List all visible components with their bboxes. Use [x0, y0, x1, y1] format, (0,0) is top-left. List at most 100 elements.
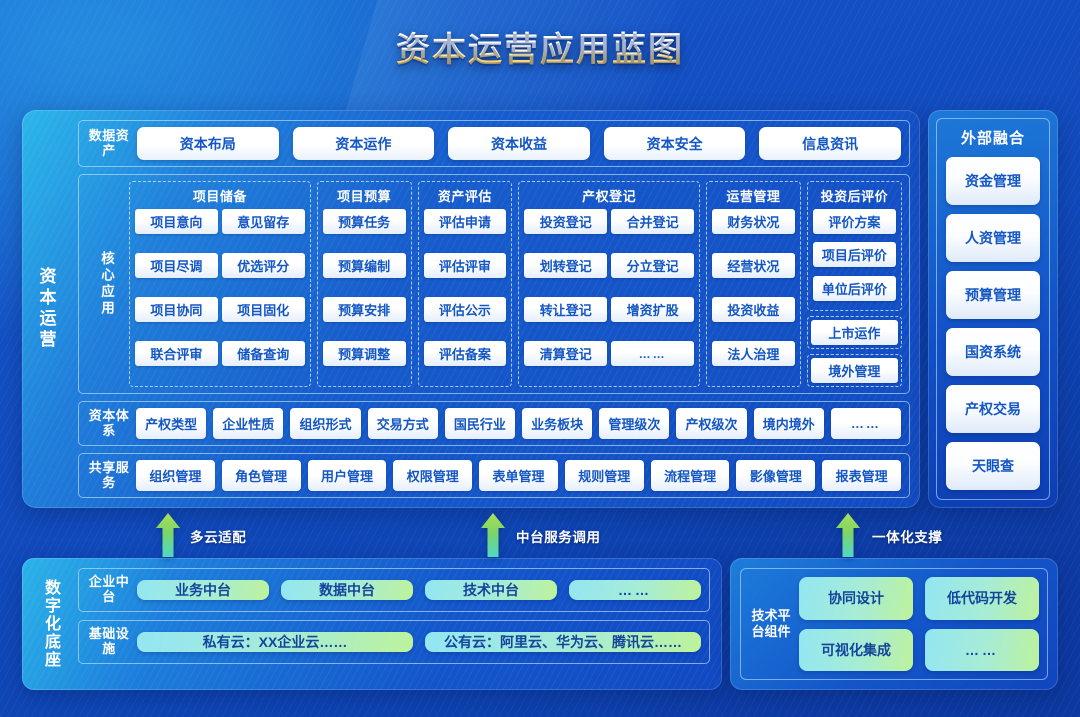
core-app-chip[interactable]: 项目协同	[135, 297, 218, 322]
midplatform-chip[interactable]: 业务中台	[137, 579, 269, 600]
core-app-chip[interactable]: 上市运作	[810, 320, 898, 345]
digital-foundation-content: 企业中台 业务中台 数据中台 技术中台 …… 基础设施 私有云：XX企业云…… …	[78, 568, 710, 680]
core-app-chip[interactable]: 财务状况	[712, 209, 795, 234]
core-group-title: 资产评估	[437, 189, 492, 204]
shared-service-chip[interactable]: 组织管理	[136, 460, 215, 491]
external-integration-chip[interactable]: 天眼查	[946, 442, 1040, 490]
external-integration-chip[interactable]: 国资系统	[946, 328, 1040, 376]
tech-component-chip-more[interactable]: ……	[925, 628, 1039, 671]
infrastructure-chip-public-cloud[interactable]: 公有云：阿里云、华为云、腾讯云……	[425, 631, 701, 652]
upward-arrow-icon	[835, 513, 861, 557]
capital-system-chip[interactable]: 境内境外	[753, 408, 824, 439]
arrow-label-multicloud: 多云适配	[190, 530, 247, 545]
core-group-title: 投资后评价	[820, 189, 889, 204]
data-asset-button[interactable]: 资本安全	[603, 127, 746, 160]
external-integration-chip[interactable]: 资金管理	[946, 157, 1040, 205]
tech-platform-components-panel: 技术平台组件 协同设计 低代码开发 可视化集成 ……	[730, 558, 1058, 690]
core-app-chip[interactable]: 预算安排	[322, 297, 406, 322]
external-integration-chip[interactable]: 产权交易	[946, 385, 1040, 433]
core-applications-label: 核心应用	[99, 251, 114, 317]
midplatform-chip-more[interactable]: ……	[569, 579, 701, 600]
core-app-chip[interactable]: 评估评审	[423, 253, 507, 278]
core-app-chip[interactable]: 划转登记	[524, 253, 608, 278]
core-app-chip[interactable]: 投资登记	[524, 209, 608, 234]
capital-system-items: 产权类型 企业性质 组织形式 交易方式 国民行业 业务板块 管理级次 产权级次 …	[131, 408, 902, 439]
core-app-chip[interactable]: 合并登记	[611, 209, 694, 234]
shared-service-chip[interactable]: 权限管理	[393, 460, 473, 491]
data-asset-button[interactable]: 资本运作	[292, 127, 435, 160]
data-asset-button[interactable]: 资本布局	[137, 127, 279, 160]
core-app-chip[interactable]: 联合评审	[135, 341, 218, 366]
core-app-chip[interactable]: 分立登记	[611, 253, 694, 278]
capital-system-band: 资本体系 产权类型 企业性质 组织形式 交易方式 国民行业 业务板块 管理级次 …	[78, 401, 910, 446]
core-app-chip[interactable]: 评价方案	[812, 209, 896, 234]
tech-component-chip[interactable]: 协同设计	[799, 577, 913, 620]
core-group-items: 评估申请 评估评审 评估公示 评估备案	[423, 209, 507, 381]
shared-service-chip[interactable]: 角色管理	[221, 460, 301, 491]
external-integration-panel: 外部融合 资金管理 人资管理 预算管理 国资系统 产权交易 天眼查	[928, 110, 1058, 508]
external-integration-chip[interactable]: 人资管理	[946, 214, 1040, 262]
shared-service-chip[interactable]: 流程管理	[650, 460, 730, 491]
core-group-operations-management: 运营管理 财务状况 经营状况 投资收益 法人治理	[706, 181, 801, 387]
digital-foundation-side-label: 数字化底座	[42, 579, 59, 669]
core-app-chip[interactable]: 优选评分	[221, 253, 305, 278]
external-integration-chip[interactable]: 预算管理	[946, 271, 1040, 319]
core-app-chip[interactable]: 预算调整	[322, 341, 406, 366]
core-app-chip[interactable]: 预算编制	[322, 253, 406, 278]
core-app-chip[interactable]: 评估申请	[423, 209, 507, 234]
core-app-chip[interactable]: 预算任务	[322, 209, 406, 234]
capital-system-chip[interactable]: 产权类型	[136, 408, 207, 439]
core-app-chip[interactable]: 投资收益	[712, 297, 795, 322]
core-app-chip[interactable]: 项目后评价	[812, 242, 896, 268]
infrastructure-items: 私有云：XX企业云…… 公有云：阿里云、华为云、腾讯云……	[131, 631, 701, 652]
shared-service-chip[interactable]: 影像管理	[736, 460, 816, 491]
core-app-chip[interactable]: 境外管理	[810, 358, 898, 383]
shared-service-chip[interactable]: 表单管理	[479, 460, 558, 491]
external-integration-items: 资金管理 人资管理 预算管理 国资系统 产权交易 天眼查	[946, 157, 1040, 490]
midplatform-chip[interactable]: 数据中台	[281, 579, 413, 600]
upper-panel-content: 数据资产 资本布局 资本运作 资本收益 资本安全 信息资讯 核心应用 项目储备 …	[78, 120, 910, 498]
core-app-chip[interactable]: 清算登记	[524, 341, 608, 366]
external-integration-inner: 外部融合 资金管理 人资管理 预算管理 国资系统 产权交易 天眼查	[936, 118, 1050, 500]
core-group-items: 项目意向 意见留存 项目尽调 优选评分 项目协同 项目固化 联合评审 储备查询	[135, 209, 305, 381]
capital-system-chip[interactable]: 管理级次	[599, 408, 670, 439]
upward-arrow-icon	[480, 513, 506, 557]
external-integration-title: 外部融合	[960, 130, 1025, 147]
core-applications-band: 核心应用 项目储备 项目意向 意见留存 项目尽调 优选评分 项目协同 项目固化 …	[78, 174, 910, 394]
core-app-chip[interactable]: 项目意向	[135, 209, 218, 234]
core-app-chip[interactable]: 法人治理	[712, 341, 795, 366]
capital-system-chip[interactable]: 组织形式	[290, 408, 361, 439]
core-app-chip[interactable]: 评估备案	[423, 341, 507, 366]
capital-operations-panel: 资本运营 数据资产 资本布局 资本运作 资本收益 资本安全 信息资讯 核心应用 …	[22, 110, 920, 508]
capital-system-chip[interactable]: 国民行业	[444, 408, 516, 439]
core-app-chip[interactable]: 项目固化	[221, 297, 305, 322]
capital-system-chip[interactable]: 产权级次	[676, 408, 747, 439]
core-app-chip[interactable]: 增资扩股	[611, 297, 694, 322]
shared-services-items: 组织管理 角色管理 用户管理 权限管理 表单管理 规则管理 流程管理 影像管理 …	[131, 460, 902, 491]
tech-component-chip[interactable]: 可视化集成	[799, 628, 913, 671]
core-app-chip[interactable]: 经营状况	[712, 253, 795, 278]
capital-system-chip[interactable]: 交易方式	[367, 408, 438, 439]
core-group-items: 评价方案 项目后评价 单位后评价	[812, 209, 896, 305]
shared-service-chip[interactable]: 用户管理	[307, 460, 387, 491]
core-app-chip[interactable]: 评估公示	[423, 297, 507, 322]
core-app-chip[interactable]: 储备查询	[221, 341, 305, 366]
data-asset-button[interactable]: 资本收益	[448, 127, 590, 160]
core-app-chip[interactable]: 单位后评价	[812, 275, 896, 301]
core-group-asset-valuation: 资产评估 评估申请 评估评审 评估公示 评估备案	[417, 181, 513, 387]
infrastructure-chip-private-cloud[interactable]: 私有云：XX企业云……	[137, 631, 413, 652]
midplatform-chip[interactable]: 技术中台	[425, 579, 557, 600]
core-app-chip[interactable]: 意见留存	[221, 209, 305, 234]
core-app-chip-more[interactable]: ……	[611, 341, 694, 366]
core-app-chip[interactable]: 转让登记	[524, 297, 608, 322]
shared-service-chip[interactable]: 报表管理	[822, 460, 902, 491]
tech-component-chip[interactable]: 低代码开发	[925, 577, 1039, 620]
data-asset-button[interactable]: 信息资讯	[759, 127, 901, 160]
capital-system-chip[interactable]: 业务板块	[522, 408, 593, 439]
core-group-items: 预算任务 预算编制 预算安排 预算调整	[322, 209, 406, 381]
shared-service-chip[interactable]: 规则管理	[564, 460, 644, 491]
capital-system-chip-more[interactable]: ……	[830, 408, 902, 439]
capital-system-chip[interactable]: 企业性质	[213, 408, 284, 439]
core-app-chip[interactable]: 项目尽调	[135, 253, 218, 278]
shared-services-band: 共享服务 组织管理 角色管理 用户管理 权限管理 表单管理 规则管理 流程管理 …	[78, 453, 910, 498]
